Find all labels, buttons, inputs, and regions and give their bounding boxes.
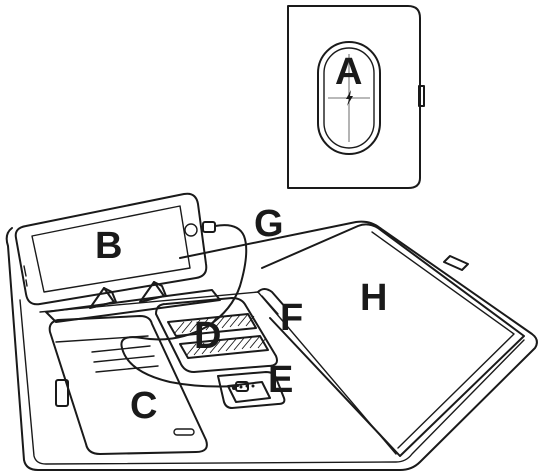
elastic-band-top [167, 313, 257, 337]
elastic-band-bottom [179, 335, 269, 359]
pocket-d [155, 297, 278, 373]
label-f: F [280, 297, 303, 339]
label-e: E [268, 359, 293, 401]
charging-cable-g [120, 221, 249, 392]
label-g: G [254, 203, 284, 245]
label-a: A [335, 51, 362, 93]
lightning-bolt-icon [346, 90, 353, 106]
smartphone-b [14, 192, 208, 306]
label-c: C [130, 385, 157, 427]
closed-padfolio [287, 5, 425, 189]
open-padfolio [5, 192, 538, 471]
wireless-charging-pad [317, 41, 381, 155]
phone-stand [45, 281, 221, 323]
label-d: D [194, 315, 221, 357]
label-h: H [360, 277, 387, 319]
pen-loop-f [257, 288, 287, 315]
label-b: B [95, 225, 122, 267]
